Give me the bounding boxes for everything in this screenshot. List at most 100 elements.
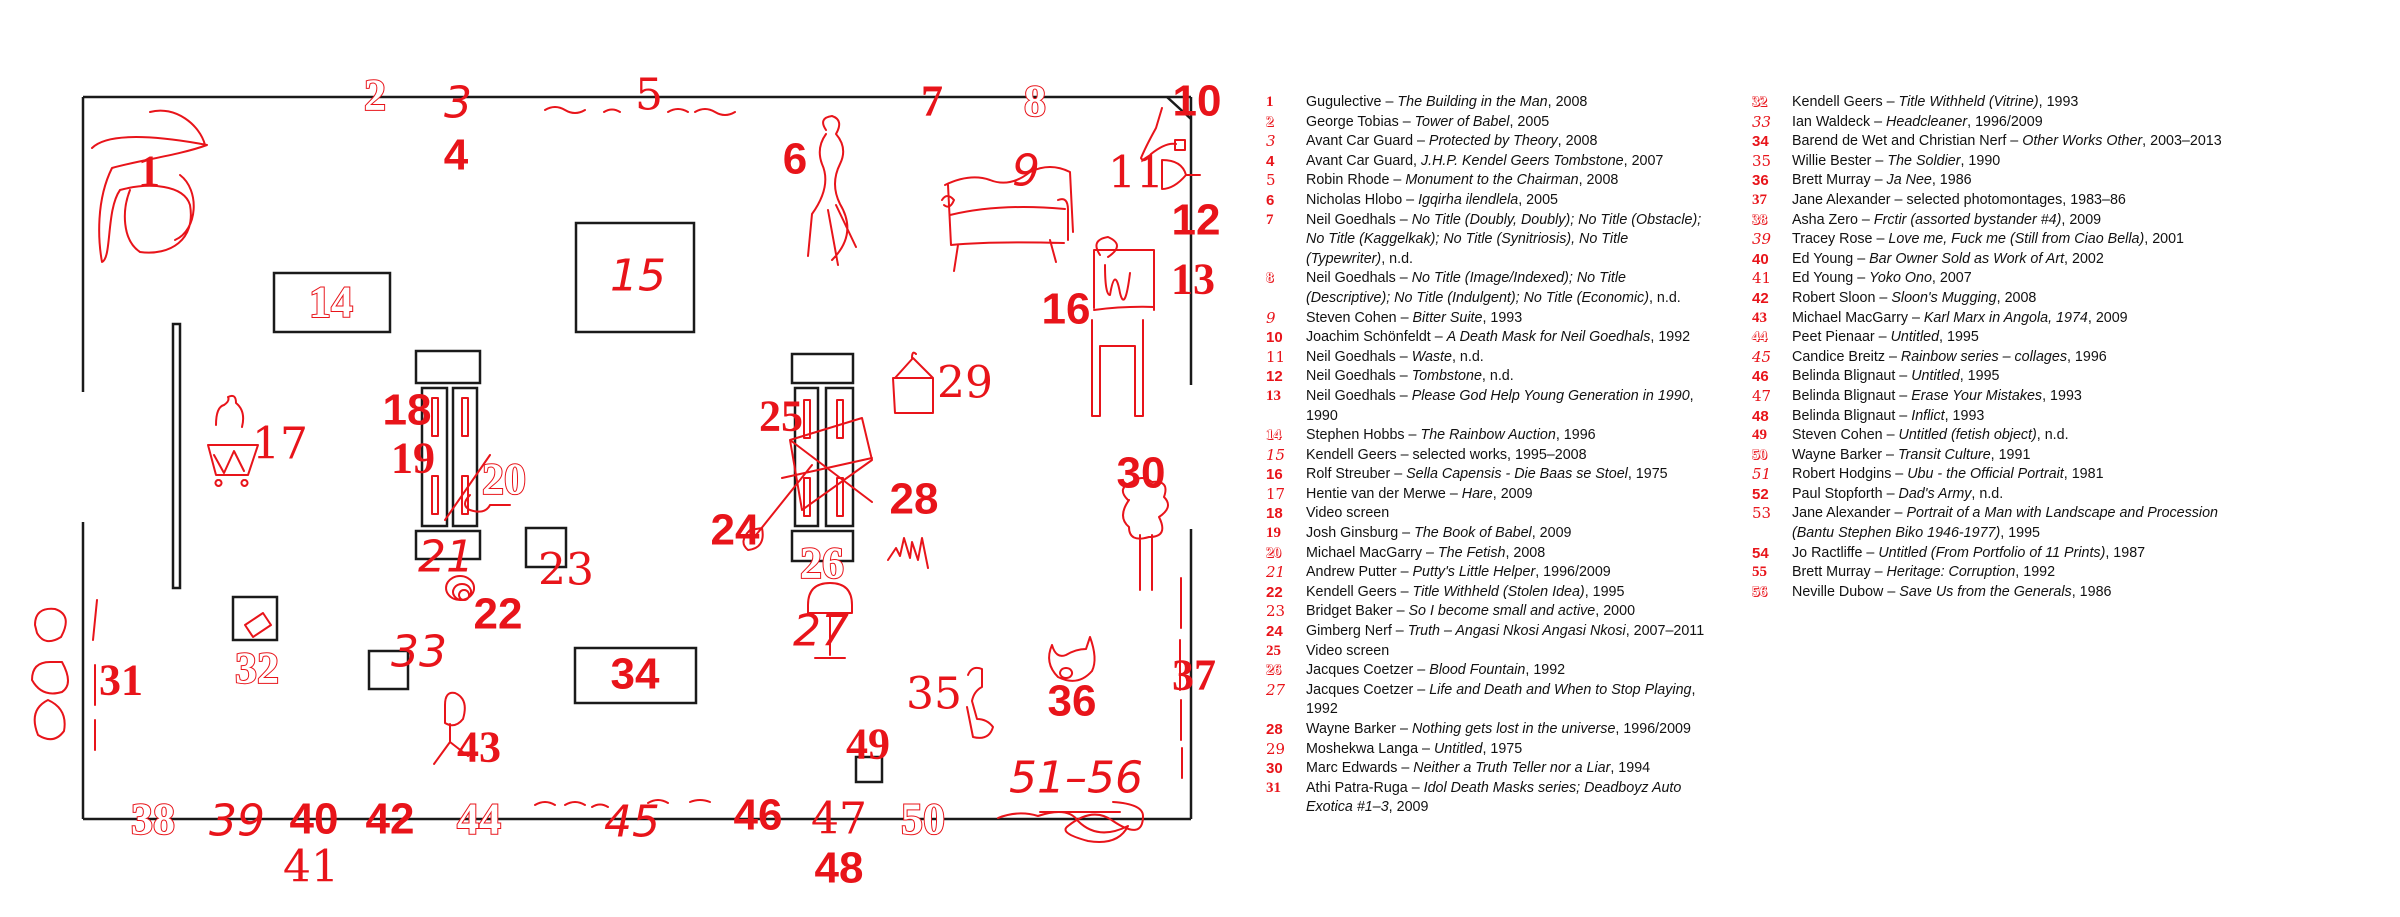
floor-plan-label-42: 42 xyxy=(366,795,415,844)
legend-artist: Ed Young – xyxy=(1792,250,1870,267)
hand-sketch-28 xyxy=(887,537,929,569)
legend-artist: Jo Ractliffe – xyxy=(1792,544,1879,561)
legend-number: 35 xyxy=(1752,151,1772,170)
legend-title: A Death Mask for Neil Goedhals xyxy=(1446,329,1651,346)
legend-number: 21 xyxy=(1266,563,1286,582)
legend-text: Gimberg Nerf – Truth – Angasi Nkosi Anga… xyxy=(1306,622,1706,642)
legend-number: 15 xyxy=(1266,445,1286,464)
legend-text: Jacques Coetzer – Life and Death and Whe… xyxy=(1306,681,1706,720)
legend-year: , n.d. xyxy=(1451,348,1484,365)
legend-text: George Tobias – Tower of Babel, 2005 xyxy=(1306,113,1706,133)
legend-text: Paul Stopforth – Dad's Army, n.d. xyxy=(1792,485,2222,505)
legend-text: Wayne Barker – Transit Culture, 1991 xyxy=(1792,446,2222,466)
legend-artist: Stephen Hobbs – xyxy=(1306,427,1421,444)
legend-year: , 2002 xyxy=(2064,250,2104,267)
legend-number: 7 xyxy=(1266,211,1274,228)
legend-artist: Josh Ginsburg – xyxy=(1306,525,1415,542)
legend-artist: Ian Waldeck – xyxy=(1792,113,1887,130)
legend-number: 29 xyxy=(1266,739,1286,758)
legend-text: Kendell Geers – Title Withheld (Stolen I… xyxy=(1306,583,1706,603)
legend-artist: Kendell Geers – xyxy=(1306,583,1413,600)
floor-plan-label-47: 47 xyxy=(811,794,867,845)
floor-plan-label-17: 17 xyxy=(252,419,308,470)
legend-title: Untitled xyxy=(1911,368,1960,385)
floor-plan-label-22: 22 xyxy=(474,590,523,639)
bucket-sketch-29 xyxy=(892,351,934,414)
legend-artist: Robert Hodgins – xyxy=(1792,466,1908,483)
hand-sketch-10 xyxy=(1140,107,1177,162)
legend-text: Neville Dubow – Save Us from the General… xyxy=(1792,583,2222,603)
floor-plan-label-6: 6 xyxy=(783,135,807,184)
legend-text: Neil Goedhals – Tombstone, n.d. xyxy=(1306,367,1706,387)
legend-artist: Barend de Wet and Christian Nerf – xyxy=(1792,133,2023,150)
legend-title: Frctir (assorted bystander #4) xyxy=(1873,211,2062,228)
legend-number: 10 xyxy=(1266,329,1283,347)
floor-plan-label-35: 35 xyxy=(906,669,962,720)
legend-artist: Brett Murray – xyxy=(1792,564,1887,581)
legend-year: , n.d. xyxy=(1648,289,1681,306)
legend-text: Joachim Schönfeldt – A Death Mask for Ne… xyxy=(1306,328,1706,348)
legend-text: Brett Murray – Heritage: Corruption, 199… xyxy=(1792,563,2222,583)
legend-text: Ed Young – Yoko Ono, 2007 xyxy=(1792,269,2222,289)
floor-plan-label-10: 10 xyxy=(1173,77,1222,126)
floor-plan-label-3: 3 xyxy=(444,78,472,129)
legend-number: 51 xyxy=(1752,465,1772,484)
legend-number: 13 xyxy=(1266,387,1281,404)
legend-title: Ja Nee xyxy=(1886,172,1932,189)
legend-number: 45 xyxy=(1752,347,1772,366)
legend-number: 34 xyxy=(1752,133,1769,151)
legend-year: , 2008 xyxy=(1505,544,1546,561)
legend-year: , 2005 xyxy=(1518,191,1558,208)
floor-plan-label-27: 27 xyxy=(793,606,849,657)
legend-artist: Neville Dubow – xyxy=(1792,583,1900,600)
legend-year: , 2009 xyxy=(1531,525,1572,542)
floor-plan-label-50: 50 xyxy=(901,795,945,844)
legend-artist: Asha Zero – xyxy=(1792,211,1874,228)
legend-title: Tombstone xyxy=(1411,368,1482,385)
legend-title: Truth – Angasi Nkosi Angasi Nkosi xyxy=(1407,623,1626,640)
legend-title: Ubu - the Official Portrait xyxy=(1907,466,2064,483)
dashed-line-sketch-37 xyxy=(1179,577,1183,779)
legend-title: Protected by Theory xyxy=(1428,133,1558,150)
floor-plan-label-41: 41 xyxy=(283,842,339,893)
floor-plan-label-23: 23 xyxy=(538,545,594,596)
legend-text: Ed Young – Bar Owner Sold as Work of Art… xyxy=(1792,250,2222,270)
scribble-sketch-51-56 xyxy=(997,801,1144,843)
floor-plan-label-31: 31 xyxy=(99,656,143,705)
legend-year: , 1996 xyxy=(1555,427,1596,444)
walls xyxy=(81,95,1193,821)
legend-text: Belinda Blignaut – Erase Your Mistakes, … xyxy=(1792,387,2222,407)
legend-year: , 2009 xyxy=(1492,485,1533,502)
legend-number: 48 xyxy=(1752,407,1769,425)
legend-title: Untitled xyxy=(1433,740,1483,757)
legend-title: Untitled (fetish object) xyxy=(1898,427,2037,444)
legend-title: Untitled (From Portfolio of 11 Prints) xyxy=(1878,544,2106,561)
legend-artist: Bridget Baker – xyxy=(1306,603,1409,620)
legend-entry: 54 Jo Ractliffe – Untitled (From Portfoli… xyxy=(1752,544,2222,564)
legend-year: , 1992 xyxy=(1650,329,1691,346)
legend-year: , 1995 xyxy=(1584,583,1625,600)
legend-number: 6 xyxy=(1266,191,1275,209)
legend-artist: Athi Patra-Ruga – xyxy=(1306,779,1424,796)
legend-text: Belinda Blignaut – Untitled, 1995 xyxy=(1792,367,2222,387)
legend-artist: Kendell Geers – xyxy=(1792,94,1899,110)
stick-figure-sketch-43 xyxy=(433,691,469,765)
floor-plan-label-46: 46 xyxy=(734,791,783,840)
legend-title: Life and Death and When to Stop Playing xyxy=(1429,681,1692,698)
legend-year: , 1996/2009 xyxy=(1535,564,1611,581)
legend-number: 54 xyxy=(1752,544,1769,562)
